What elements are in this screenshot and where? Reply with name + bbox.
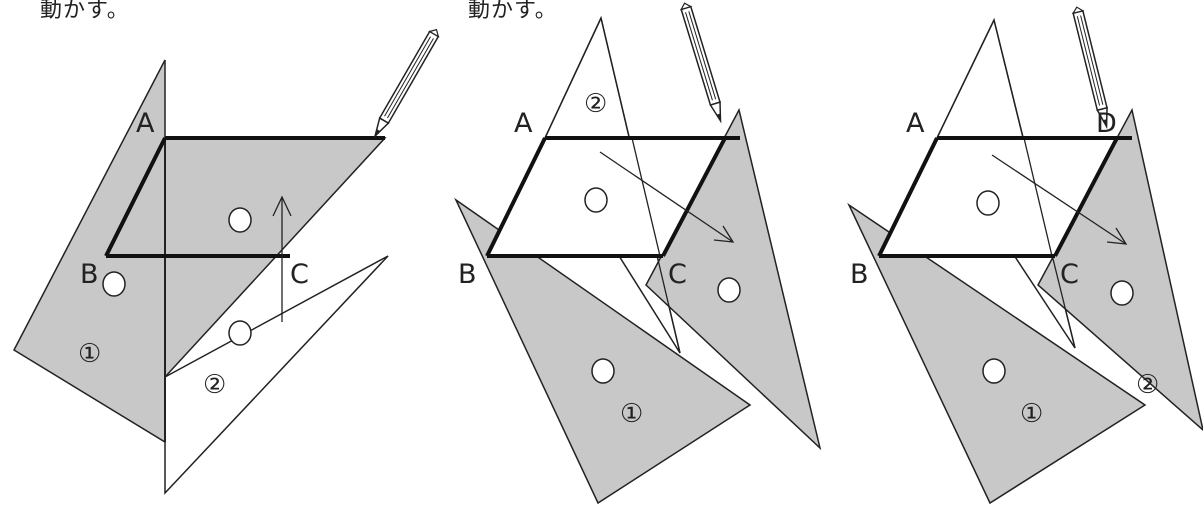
- label-B: B: [458, 259, 477, 290]
- pencil-icon: [679, 1, 727, 124]
- hole: [976, 190, 1000, 216]
- triangle-1: [847, 202, 1147, 505]
- label-C: C: [668, 259, 687, 290]
- caption-panel1: 動かす。: [40, 0, 130, 23]
- triangle-1: [454, 197, 752, 505]
- hole: [591, 358, 615, 384]
- hole: [1110, 280, 1134, 306]
- hole: [228, 207, 252, 233]
- label-C: C: [1060, 259, 1079, 290]
- label-B: B: [80, 259, 99, 290]
- label-D: D: [1096, 108, 1117, 139]
- panel-2: A B C ② ①: [454, 1, 822, 505]
- hole: [102, 271, 126, 297]
- label-triangle-1: ①: [78, 339, 101, 369]
- pencil-icon: [369, 26, 442, 140]
- label-A: A: [136, 108, 155, 139]
- label-B: B: [850, 259, 869, 290]
- panel-1: A B C ① ②: [13, 26, 442, 495]
- hole: [228, 320, 252, 346]
- label-triangle-1: ①: [620, 399, 643, 429]
- label-A: A: [514, 108, 533, 139]
- label-triangle-2: ②: [1136, 370, 1159, 400]
- label-A: A: [906, 108, 925, 139]
- hole: [584, 187, 608, 213]
- hole: [717, 277, 741, 303]
- label-triangle-2: ②: [584, 89, 607, 119]
- caption-panel2: 動かす。: [468, 0, 558, 23]
- panel-3: A D B C ① ②: [847, 5, 1203, 505]
- label-C: C: [290, 259, 309, 290]
- label-triangle-1: ①: [1020, 399, 1043, 429]
- label-triangle-2: ②: [203, 370, 226, 400]
- hole: [982, 358, 1006, 384]
